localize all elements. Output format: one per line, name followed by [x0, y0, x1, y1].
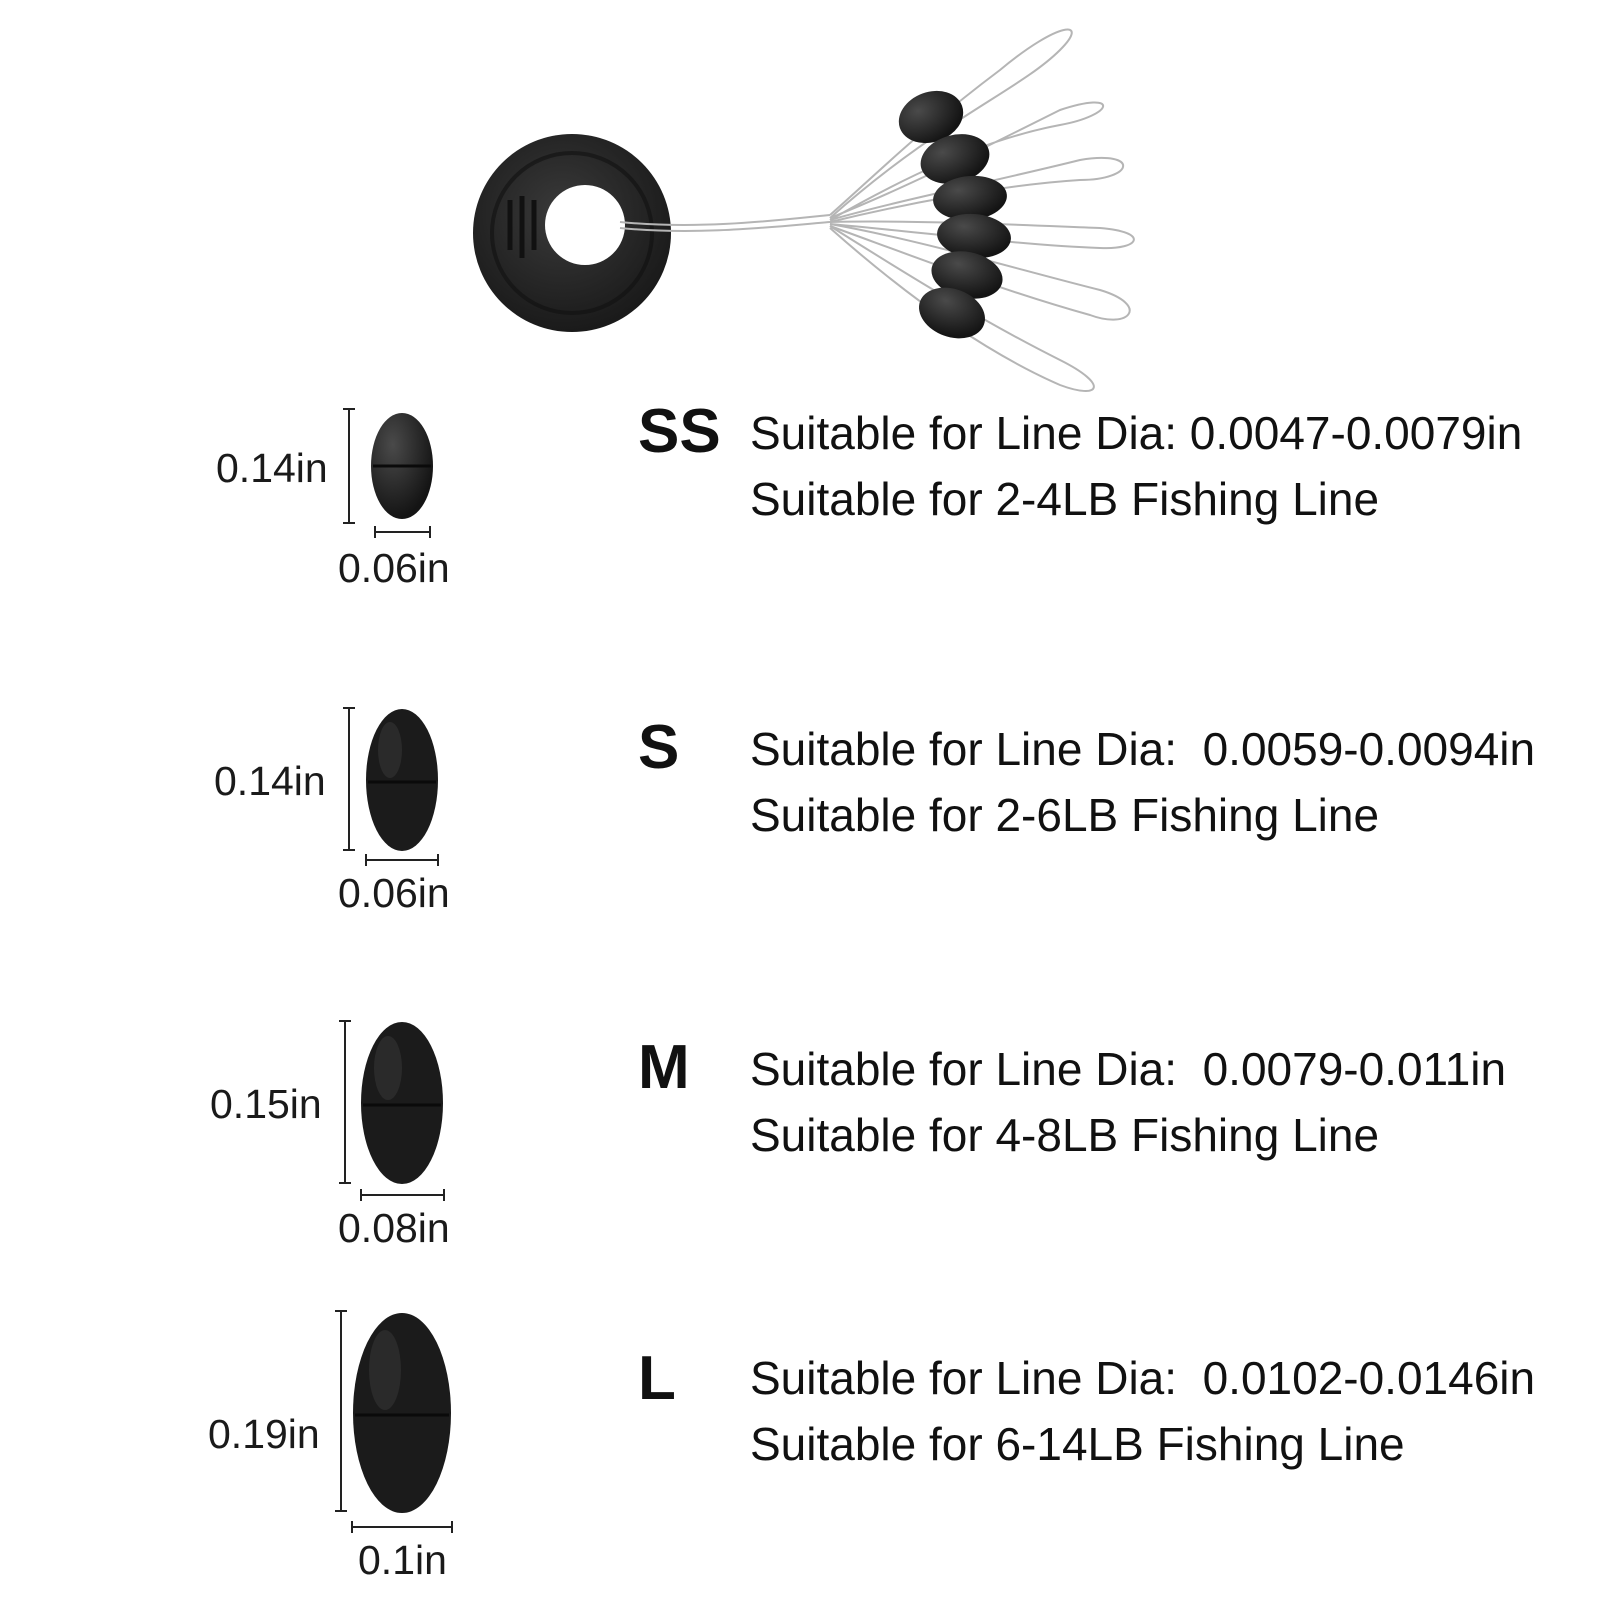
- height-label-s: 0.14in: [214, 758, 326, 804]
- height-label-l: 0.19in: [208, 1411, 320, 1457]
- size-code-m: M: [638, 1033, 690, 1102]
- bead-set: [898, 90, 1011, 339]
- height-label-m: 0.15in: [210, 1081, 322, 1127]
- line-lb-m: Suitable for 4-8LB Fishing Line: [750, 1109, 1380, 1161]
- rubber-ring: [473, 134, 671, 332]
- line-dia-ss: Suitable for Line Dia: 0.0047-0.0079in: [750, 407, 1523, 459]
- size-code-l: L: [638, 1344, 676, 1413]
- line-dia-l: Suitable for Line Dia: 0.0102-0.0146in: [750, 1352, 1536, 1404]
- width-label-m: 0.08in: [338, 1205, 450, 1251]
- product-image: [473, 28, 1135, 392]
- width-label-ss: 0.06in: [338, 545, 450, 591]
- line-lb-s: Suitable for 2-6LB Fishing Line: [750, 789, 1380, 841]
- bead-l: [353, 1313, 451, 1513]
- width-label-l: 0.1in: [358, 1537, 447, 1583]
- line-dia-m: Suitable for Line Dia: 0.0079-0.011in: [750, 1043, 1507, 1095]
- width-label-s: 0.06in: [338, 870, 450, 916]
- line-lb-ss: Suitable for 2-4LB Fishing Line: [750, 473, 1380, 525]
- line-dia-s: Suitable for Line Dia: 0.0059-0.0094in: [750, 723, 1536, 775]
- height-label-ss: 0.14in: [216, 445, 328, 491]
- size-code-ss: SS: [638, 397, 721, 466]
- size-code-s: S: [638, 713, 680, 782]
- line-lb-l: Suitable for 6-14LB Fishing Line: [750, 1418, 1405, 1470]
